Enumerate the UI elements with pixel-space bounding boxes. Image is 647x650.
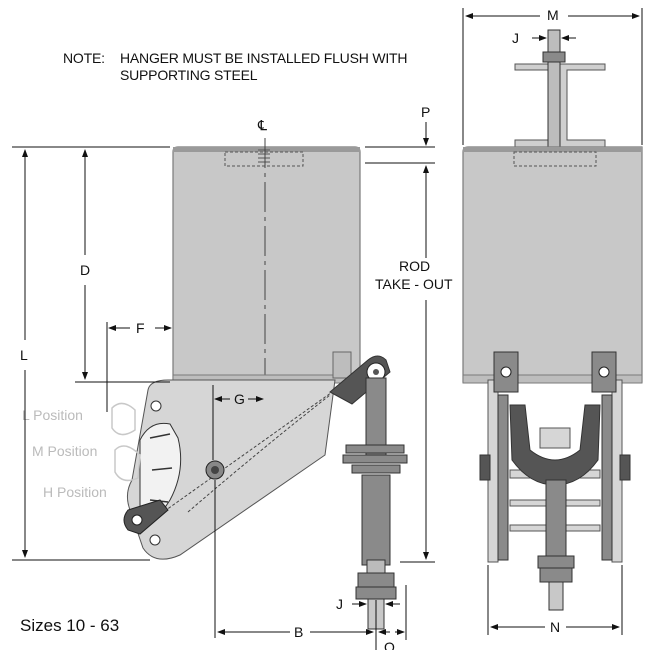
front-rod-thread (366, 559, 386, 575)
front-can-bracket (332, 351, 352, 379)
side-frame-right-inner (601, 394, 613, 561)
side-load-rod (548, 581, 564, 611)
side-can-bottom-lip (462, 374, 643, 384)
side-clevis-pin-left (500, 366, 512, 378)
front-top-nut-hidden (224, 151, 304, 167)
side-clevis-pin-right (598, 366, 610, 378)
dim-p-label: P (421, 104, 430, 120)
front-view: L Position M Position H Position ℄ L D F… (12, 104, 453, 650)
front-can (172, 146, 361, 383)
front-plate-hole-1 (150, 400, 162, 412)
dim-j-side-label: J (512, 30, 519, 46)
side-yoke (509, 404, 601, 486)
side-yoke-nut (539, 427, 571, 449)
dim-d-label: D (80, 262, 90, 278)
side-top-rod (547, 29, 561, 151)
side-top-nut-hidden (513, 151, 597, 167)
side-lock-nut-2 (539, 567, 573, 583)
note-text: HANGER MUST BE INSTALLED FLUSH WITH SUPP… (120, 50, 408, 83)
dim-l-label: L (20, 347, 28, 363)
dim-b-label: B (294, 624, 303, 640)
side-view: M J N (462, 7, 643, 635)
m-position-label: M Position (32, 443, 97, 459)
dim-f-label: F (136, 320, 145, 336)
dim-n-label: N (550, 619, 560, 635)
side-bolt-right (619, 454, 631, 481)
front-plate-hole-2 (149, 534, 161, 546)
dim-j-front-label: J (336, 596, 343, 612)
side-can (462, 146, 643, 383)
note-label: NOTE: (63, 50, 105, 66)
front-washer-2 (342, 454, 408, 464)
dim-q-label: Q (384, 639, 395, 650)
front-top-thread (258, 149, 270, 163)
side-turnbuckle (545, 479, 567, 561)
centerline-symbol: ℄ (257, 117, 267, 133)
side-can-top-flange (463, 147, 642, 152)
front-lock-nut-2 (355, 586, 397, 600)
l-position-ghost (111, 402, 136, 436)
rod-takeout-line-2: TAKE - OUT (375, 276, 453, 292)
dim-m-label: M (547, 7, 559, 23)
m-position-ghost (114, 445, 141, 482)
dim-g-label: G (234, 391, 245, 407)
front-washer-top (345, 444, 405, 454)
front-lock-nut-1 (357, 572, 395, 588)
front-turnbuckle (361, 474, 391, 566)
side-top-nut (542, 51, 566, 63)
side-lock-nut-1 (537, 555, 575, 569)
front-hidden-line-2 (187, 394, 331, 513)
l-position-label: L Position (22, 407, 83, 423)
front-arm-hole (131, 514, 143, 526)
front-link-strap (365, 377, 387, 456)
front-washer-3 (351, 464, 401, 474)
h-position-label: H Position (43, 484, 107, 500)
front-hidden-line-1 (151, 389, 336, 521)
side-bolt-left (479, 454, 491, 481)
side-frame-left-inner (497, 394, 509, 561)
front-pivot-pin-center (211, 466, 219, 474)
rod-takeout-line-1: ROD (399, 258, 430, 274)
front-position-arm (123, 499, 169, 535)
sizes-caption: Sizes 10 - 63 (20, 616, 120, 635)
front-link-pin-center (373, 369, 379, 375)
